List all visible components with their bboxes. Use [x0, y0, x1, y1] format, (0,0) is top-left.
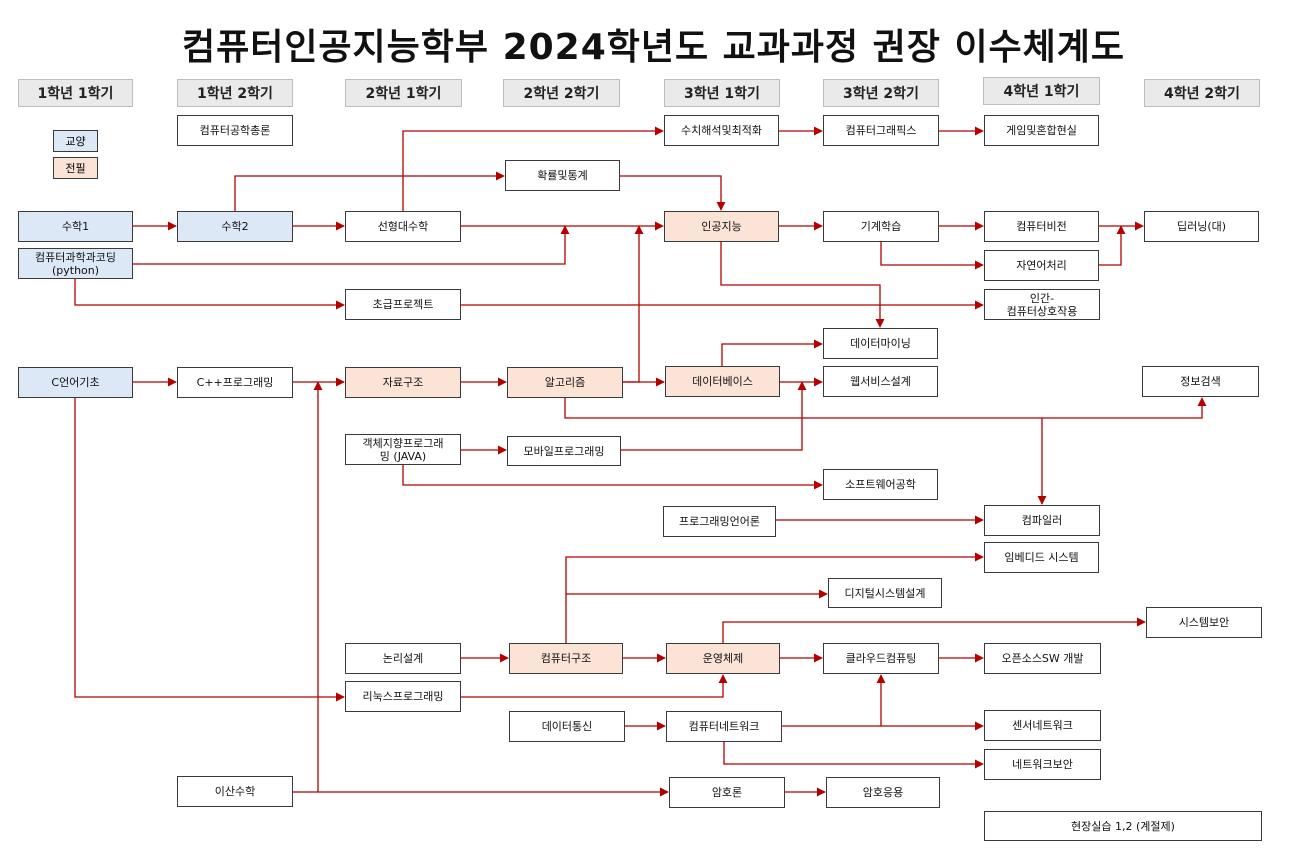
semester-header-2-2: 2학년 2학기: [503, 79, 620, 107]
course-programming-languages[interactable]: 프로그래밍언어론: [663, 506, 776, 537]
semester-header-4-1: 4학년 1학기: [983, 77, 1100, 105]
semester-header-3-1: 3학년 1학기: [664, 79, 780, 107]
course-database[interactable]: 데이터베이스: [665, 366, 780, 397]
course-web-service-design[interactable]: 웹서비스설계: [823, 366, 938, 397]
arrow-prob-to-ai: [620, 175, 726, 211]
page-title: 컴퓨터인공지능학부 2024학년도 교과과정 권장 이수체계도: [181, 27, 1126, 68]
arrow-algo-to-ai: [623, 225, 644, 383]
course-basic-project[interactable]: 초급프로젝트: [345, 289, 461, 320]
course-computer-vision[interactable]: 컴퓨터비전: [984, 211, 1099, 242]
arrow-ml-to-nlp: [880, 242, 984, 270]
course-data-mining[interactable]: 데이터마이닝: [823, 328, 938, 359]
arrow-mobile-to-web: [621, 381, 807, 451]
course-cloud-computing[interactable]: 클라우드컴퓨팅: [823, 643, 939, 674]
course-computer-network[interactable]: 컴퓨터네트워크: [666, 711, 782, 742]
course-internship[interactable]: 현장실습 1,2 (계절제): [984, 811, 1262, 841]
course-operating-systems[interactable]: 운영체제: [666, 643, 780, 674]
arrow-cscoding-to-project: [74, 279, 345, 310]
course-probability-statistics[interactable]: 확률및통계: [505, 160, 620, 191]
course-computer-architecture[interactable]: 컴퓨터구조: [509, 643, 623, 674]
course-software-engineering[interactable]: 소프트웨어공학: [823, 469, 938, 500]
course-hci[interactable]: 인간- 컴퓨터상호작용: [984, 289, 1100, 320]
course-network-security[interactable]: 네트워크보안: [984, 749, 1101, 780]
arrow-network-to-netsec: [723, 742, 984, 769]
course-information-retrieval[interactable]: 정보검색: [1142, 366, 1259, 397]
arrow-clang-to-linux: [74, 398, 345, 702]
course-computer-graphics[interactable]: 컴퓨터그래픽스: [823, 115, 939, 146]
course-algorithms[interactable]: 알고리즘: [507, 367, 623, 398]
course-digital-system-design[interactable]: 디지털시스템설계: [828, 578, 942, 608]
course-math2[interactable]: 수학2: [177, 211, 293, 242]
arrow-math2-to-prob: [234, 171, 505, 211]
course-cs-coding[interactable]: 컴퓨터과학과코딩 (python): [18, 248, 133, 279]
arrow-os-to-syssec: [722, 617, 1146, 643]
course-game-mixed-reality[interactable]: 게임및혼합현실: [984, 115, 1099, 146]
semester-header-4-2: 4학년 2학기: [1144, 79, 1260, 107]
arrow-algo-to-ir: [564, 397, 1207, 419]
arrow-db-to-dm: [721, 339, 823, 366]
course-embedded-systems[interactable]: 임베디드 시스템: [984, 542, 1099, 573]
course-c-language[interactable]: C언어기초: [18, 367, 133, 398]
semester-header-1-1: 1학년 1학기: [18, 79, 133, 107]
course-machine-learning[interactable]: 기계학습: [823, 211, 939, 242]
semester-header-2-1: 2학년 1학기: [345, 79, 462, 107]
arrow-cscoding-to-ai: [133, 225, 570, 265]
course-deep-learning[interactable]: 딥러닝(대): [1144, 211, 1259, 242]
course-data-structures[interactable]: 자료구조: [345, 367, 461, 398]
course-discrete-math[interactable]: 이산수학: [177, 776, 293, 807]
legend-gyoyang: 교양: [53, 130, 98, 152]
arrow-oop-to-se: [402, 465, 823, 490]
course-cpp[interactable]: C++프로그래밍: [177, 367, 293, 398]
course-linux-programming[interactable]: 리눅스프로그래밍: [345, 681, 461, 712]
course-open-source-sw[interactable]: 오픈소스SW 개발: [984, 643, 1101, 674]
course-data-communication[interactable]: 데이터통신: [509, 711, 625, 742]
semester-header-3-2: 3학년 2학기: [823, 79, 939, 107]
course-nlp[interactable]: 자연어처리: [984, 250, 1099, 281]
arrow-nlp-to-dl: [1099, 225, 1126, 266]
arrow-linux-to-os: [461, 674, 728, 698]
semester-header-1-2: 1학년 2학기: [177, 79, 293, 107]
course-linear-algebra[interactable]: 선형대수학: [345, 211, 461, 242]
arrow-arch-to-embedded: [565, 552, 984, 643]
course-intro-cs[interactable]: 컴퓨터공학총론: [177, 115, 293, 146]
course-logic-design[interactable]: 논리설계: [345, 643, 461, 674]
course-cryptography[interactable]: 암호론: [669, 777, 785, 808]
legend-jeonpil: 전필: [53, 157, 98, 179]
arrow-ai-to-dm: [720, 242, 885, 328]
course-sensor-network[interactable]: 센서네트워크: [984, 710, 1101, 741]
course-mobile-programming[interactable]: 모바일프로그래밍: [507, 436, 621, 466]
course-applied-cryptography[interactable]: 암호응용: [826, 777, 940, 808]
course-numerical-optimization[interactable]: 수치해석및최적화: [664, 115, 779, 146]
arrow-discrete-to-cpp: [293, 381, 323, 793]
arrow-network-to-cloud: [782, 674, 886, 727]
course-artificial-intelligence[interactable]: 인공지능: [664, 211, 779, 242]
course-oop-java[interactable]: 객체지향프로그래 밍 (JAVA): [345, 434, 461, 465]
arrow-linalg-to-numopt: [402, 126, 664, 211]
course-math1[interactable]: 수학1: [18, 211, 133, 242]
course-system-security[interactable]: 시스템보안: [1146, 607, 1262, 638]
course-compiler[interactable]: 컴파일러: [984, 505, 1100, 536]
